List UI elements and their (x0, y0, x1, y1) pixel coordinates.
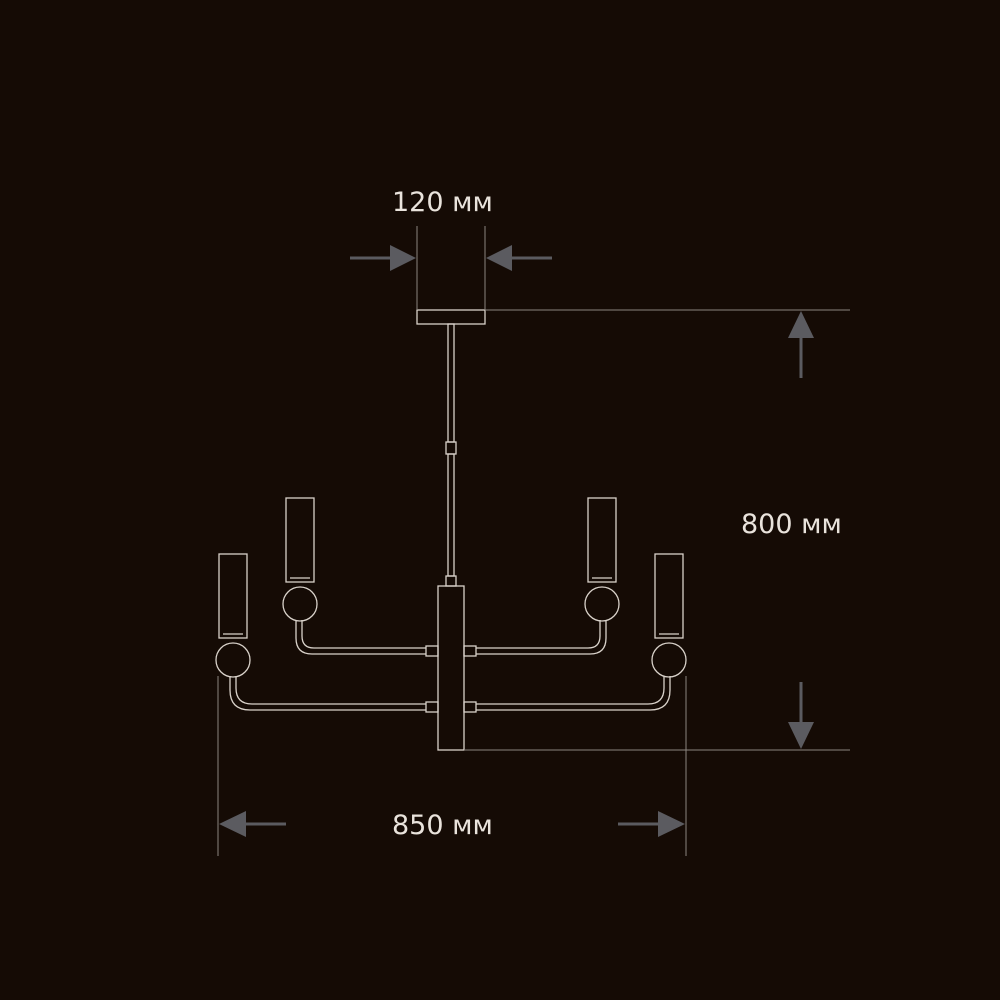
shade-upper-right (587, 497, 617, 583)
central-body (437, 585, 465, 751)
ball-upper-right (584, 586, 620, 622)
shade-upper-left (285, 497, 315, 583)
joint-lower-right (463, 701, 477, 713)
arm-upper-right (476, 620, 607, 655)
overall-width-label: 850 мм (392, 810, 493, 841)
rod-coupling (445, 441, 457, 455)
arm-upper-right-inner (476, 620, 601, 649)
arm-lower-left-inner (235, 676, 426, 705)
arrow-down-icon (788, 722, 814, 749)
arrow-right-icon (658, 811, 685, 837)
rod-end (445, 575, 457, 587)
overall-height-label: 800 мм (741, 509, 842, 540)
joint-upper-right (463, 645, 477, 657)
canopy (416, 309, 486, 325)
arrow-left-icon (486, 245, 512, 271)
shade-lower-right (654, 553, 684, 639)
joint-upper-left (425, 645, 439, 657)
joint-lower-left (425, 701, 439, 713)
ball-upper-left (282, 586, 318, 622)
ball-lower-left (215, 642, 251, 678)
arm-upper-left-inner (301, 620, 426, 649)
suspension-rod-upper (447, 323, 455, 443)
canopy-width-label: 120 мм (392, 187, 493, 218)
shade-lower-left (218, 553, 248, 639)
suspension-rod-lower (447, 453, 455, 577)
arm-lower-right-inner (476, 676, 665, 705)
arrow-right-icon (390, 245, 416, 271)
arrow-up-icon (788, 311, 814, 338)
ball-lower-right (651, 642, 687, 678)
arrow-left-icon (219, 811, 246, 837)
arm-upper-left (295, 620, 426, 655)
arm-lower-left (229, 676, 426, 711)
arm-lower-right (476, 676, 671, 711)
